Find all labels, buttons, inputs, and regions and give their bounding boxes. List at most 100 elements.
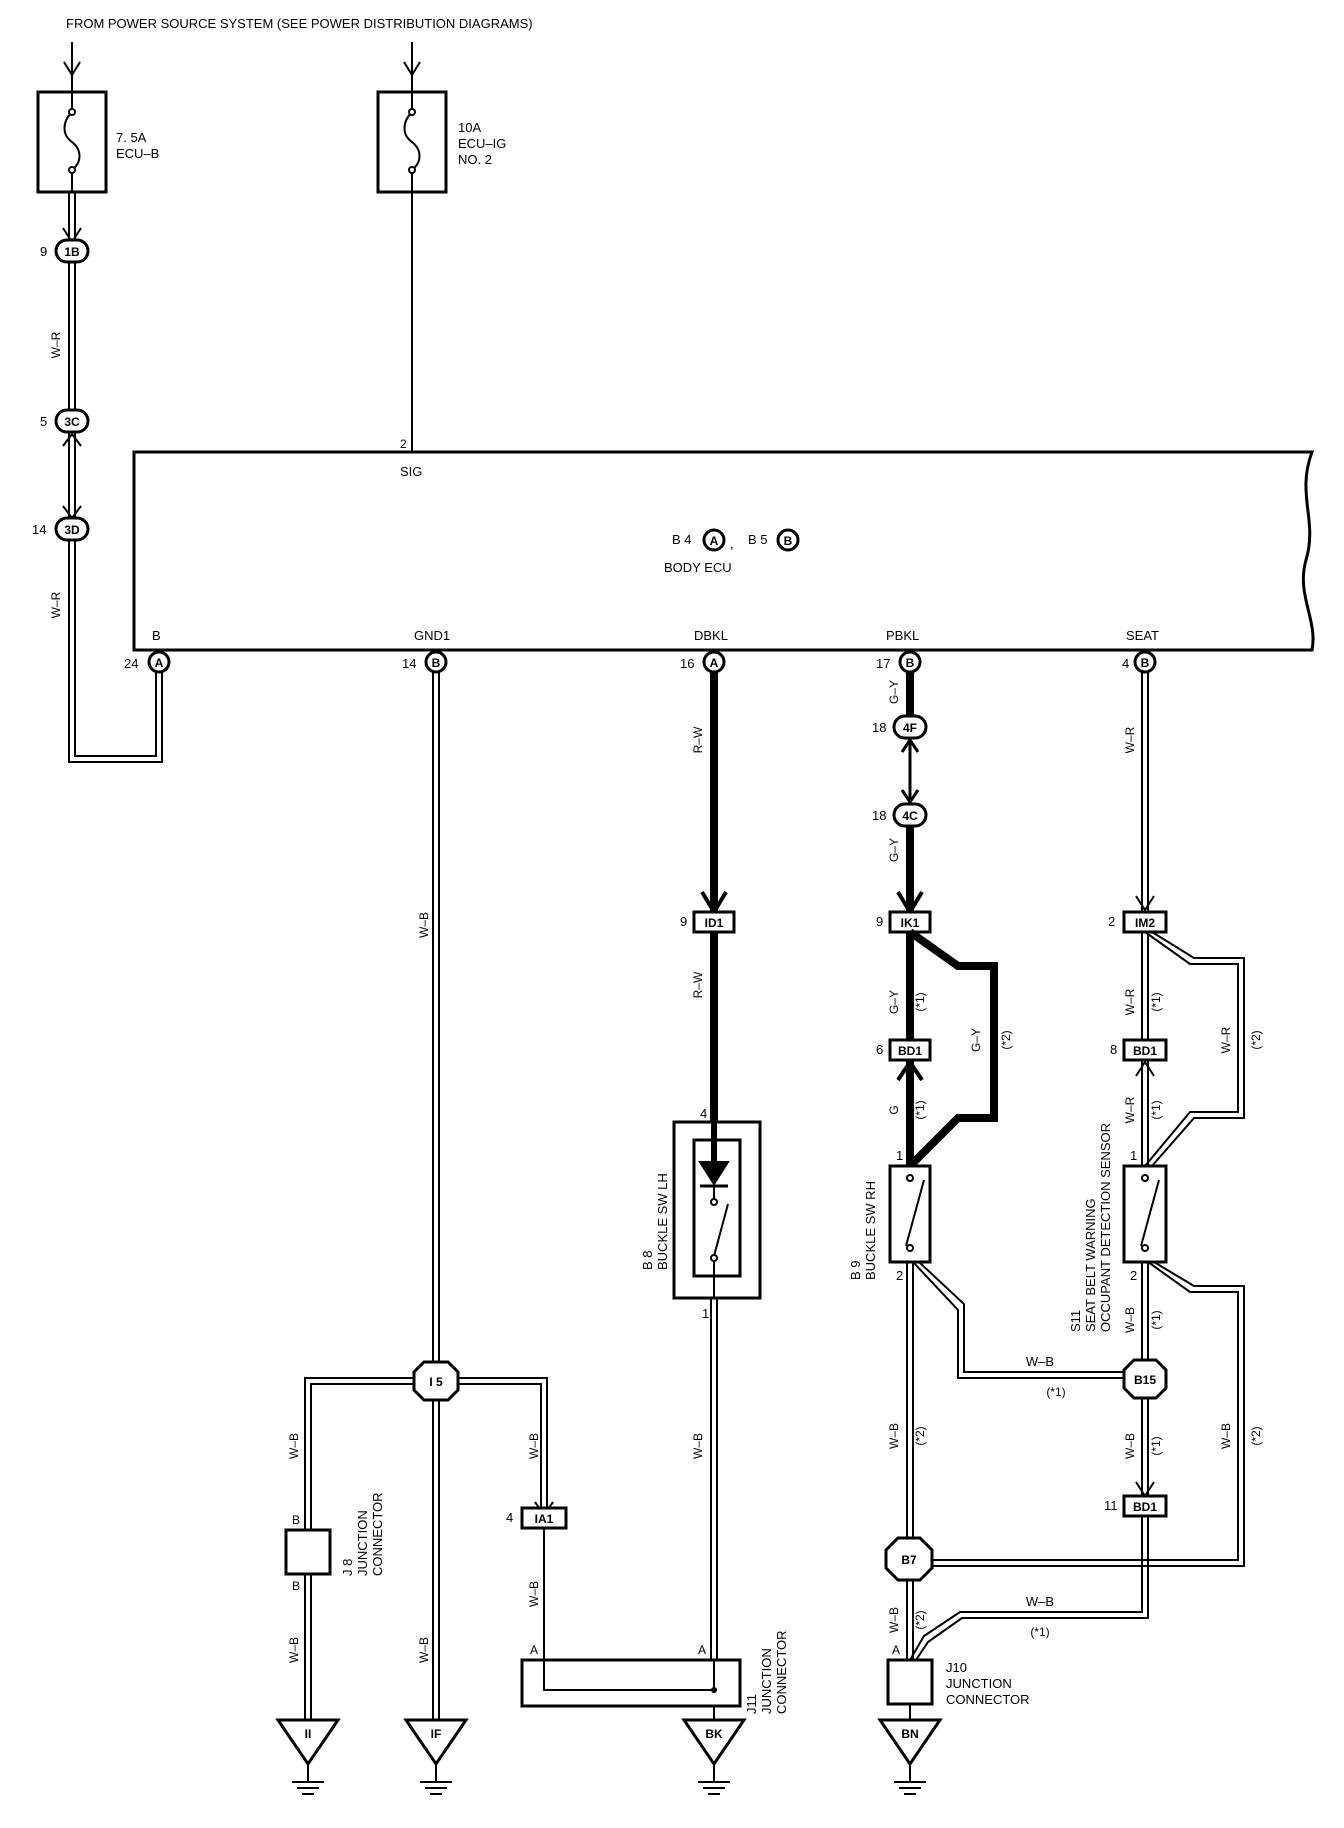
conn-pin: 5 xyxy=(40,414,47,429)
fuse-icon xyxy=(403,92,421,192)
switch-icon xyxy=(905,1179,925,1247)
buckle-switch-lh: B 8 BUCKLE SW LH 1 W–B xyxy=(640,1120,762,1660)
svg-text:IF: IF xyxy=(431,1727,442,1741)
splice-b7: B7 W–B (*2) xyxy=(884,1536,934,1660)
svg-text:(*1): (*1) xyxy=(1149,1100,1163,1119)
ground-icon xyxy=(681,1718,747,1767)
connector-bd1-11 xyxy=(1122,1494,1168,1518)
ecu-name: BODY ECU xyxy=(664,560,732,575)
svg-text:(*2): (*2) xyxy=(1249,1426,1263,1445)
svg-text:B15: B15 xyxy=(1134,1373,1156,1387)
connector-3d: 14 3D xyxy=(32,516,90,542)
fuse-amp: 10A xyxy=(458,120,481,135)
svg-text:2: 2 xyxy=(896,1268,903,1283)
svg-text:A: A xyxy=(530,1643,538,1657)
svg-text:(*2): (*2) xyxy=(913,1610,927,1629)
svg-text:1: 1 xyxy=(1130,1148,1137,1163)
splice-i5-branches: I 5 W–B W–B W–B W–B xyxy=(287,1360,554,1720)
svg-text:BK: BK xyxy=(705,1727,723,1741)
svg-text:BN: BN xyxy=(901,1727,918,1741)
svg-text:BD1: BD1 xyxy=(898,1044,922,1058)
conn-pin: 14 xyxy=(32,522,46,537)
svg-text:11: 11 xyxy=(1104,1498,1118,1513)
conn-pin: 9 xyxy=(40,244,47,259)
svg-text:G–Y: G–Y xyxy=(969,1028,983,1052)
conn-id: 3D xyxy=(64,523,80,537)
fuse-name: ECU–B xyxy=(116,146,159,161)
svg-text:G–Y: G–Y xyxy=(887,838,901,862)
terminal-pin: 24 xyxy=(124,656,138,671)
splice-i5 xyxy=(412,1360,460,1402)
svg-text:(*2): (*2) xyxy=(1249,1030,1263,1049)
fuse-ecu-b: 7. 5A ECU–B xyxy=(36,42,159,194)
svg-text:(*1): (*1) xyxy=(1046,1385,1065,1399)
svg-text:(*1): (*1) xyxy=(1149,992,1163,1011)
terminal-name: SEAT xyxy=(1126,628,1159,643)
diode-icon xyxy=(698,1161,730,1186)
svg-text:4: 4 xyxy=(700,1106,707,1121)
occupant-detection-sensor: S11 SEAT BELT WARNING OCCUPANT DETECTION… xyxy=(930,1123,1263,1567)
wire-w-r-left xyxy=(62,192,163,763)
ecu-conn: B xyxy=(784,534,793,548)
svg-text:2: 2 xyxy=(1130,1268,1137,1283)
wire-color: W–R xyxy=(49,331,63,358)
ecu-conn-label: B 4 xyxy=(672,532,692,547)
svg-text:(*1): (*1) xyxy=(1030,1625,1049,1639)
junction-connector-j11: A A J11 JUNCTION CONNECTOR xyxy=(520,1630,789,1720)
svg-text:B 8: B 8 xyxy=(640,1250,655,1270)
svg-text:W–R: W–R xyxy=(1123,726,1137,753)
svg-text:JUNCTION: JUNCTION xyxy=(946,1676,1012,1691)
svg-text:BUCKLE SW RH: BUCKLE SW RH xyxy=(863,1181,878,1280)
svg-text:9: 9 xyxy=(876,914,883,929)
svg-text:W–B: W–B xyxy=(417,1637,431,1663)
connector-bd1-8 xyxy=(1122,1038,1168,1062)
svg-text:ID1: ID1 xyxy=(705,916,724,930)
svg-text:W–B: W–B xyxy=(1123,1433,1137,1459)
svg-text:BUCKLE SW LH: BUCKLE SW LH xyxy=(655,1173,670,1270)
fuse-name-2: NO. 2 xyxy=(458,152,492,167)
terminal-name: DBKL xyxy=(694,628,728,643)
svg-text:B: B xyxy=(292,1579,300,1593)
terminal-pin: 17 xyxy=(876,656,890,671)
svg-text:4C: 4C xyxy=(902,809,918,823)
svg-text:4: 4 xyxy=(506,1510,513,1525)
svg-text:(*1): (*1) xyxy=(1149,1436,1163,1455)
arrow-head-icon xyxy=(403,61,421,77)
svg-text:G–Y: G–Y xyxy=(887,990,901,1014)
terminal-conn: A xyxy=(155,656,164,670)
ground-bn: BN xyxy=(877,1718,943,1795)
svg-text:(*2): (*2) xyxy=(999,1030,1013,1049)
wire-color: W–R xyxy=(49,591,63,618)
svg-text:4F: 4F xyxy=(903,721,917,735)
svg-text:W–B: W–B xyxy=(887,1607,901,1633)
svg-text:(*1): (*1) xyxy=(913,992,927,1011)
fuse-ecu-ig: 10A ECU–IG NO. 2 xyxy=(376,42,506,452)
svg-text:J11: J11 xyxy=(744,1694,759,1714)
header-text: FROM POWER SOURCE SYSTEM (SEE POWER DIST… xyxy=(66,16,533,31)
ground-icon xyxy=(275,1718,341,1767)
wire-pbkl: G–Y 18 4F 18 4C G–Y 9 IK1 G–Y (*1) 6 BD1… xyxy=(872,672,1013,1169)
svg-text:BD1: BD1 xyxy=(1133,1044,1157,1058)
terminal-name: GND1 xyxy=(414,628,450,643)
svg-text:18: 18 xyxy=(872,720,886,735)
svg-text:9: 9 xyxy=(680,914,687,929)
svg-text:W–B: W–B xyxy=(691,1433,705,1459)
svg-text:SEAT BELT WARNING: SEAT BELT WARNING xyxy=(1083,1198,1098,1332)
svg-text:S11: S11 xyxy=(1068,1310,1083,1332)
svg-text:W–B: W–B xyxy=(417,912,431,938)
svg-text:IA1: IA1 xyxy=(535,1512,554,1526)
svg-text:OCCUPANT DETECTION SENSOR: OCCUPANT DETECTION SENSOR xyxy=(1098,1123,1113,1332)
body-ecu: 2 SIG B 4 A , B 5 B BODY ECU B 24 A GND1… xyxy=(124,437,1315,674)
svg-text:I 5: I 5 xyxy=(429,1375,443,1389)
svg-text:W–B: W–B xyxy=(527,1433,541,1459)
ecu-conn-label: B 5 xyxy=(748,532,768,547)
svg-text:A: A xyxy=(892,1643,900,1657)
fuse-icon xyxy=(63,92,81,192)
ground-ii: II xyxy=(275,1718,341,1795)
connector-3c: 5 3C xyxy=(40,408,90,434)
svg-text:G: G xyxy=(887,1105,901,1114)
svg-text:W–B: W–B xyxy=(1219,1423,1233,1449)
wire-gnd1: W–B xyxy=(417,672,440,1362)
svg-text:18: 18 xyxy=(872,808,886,823)
